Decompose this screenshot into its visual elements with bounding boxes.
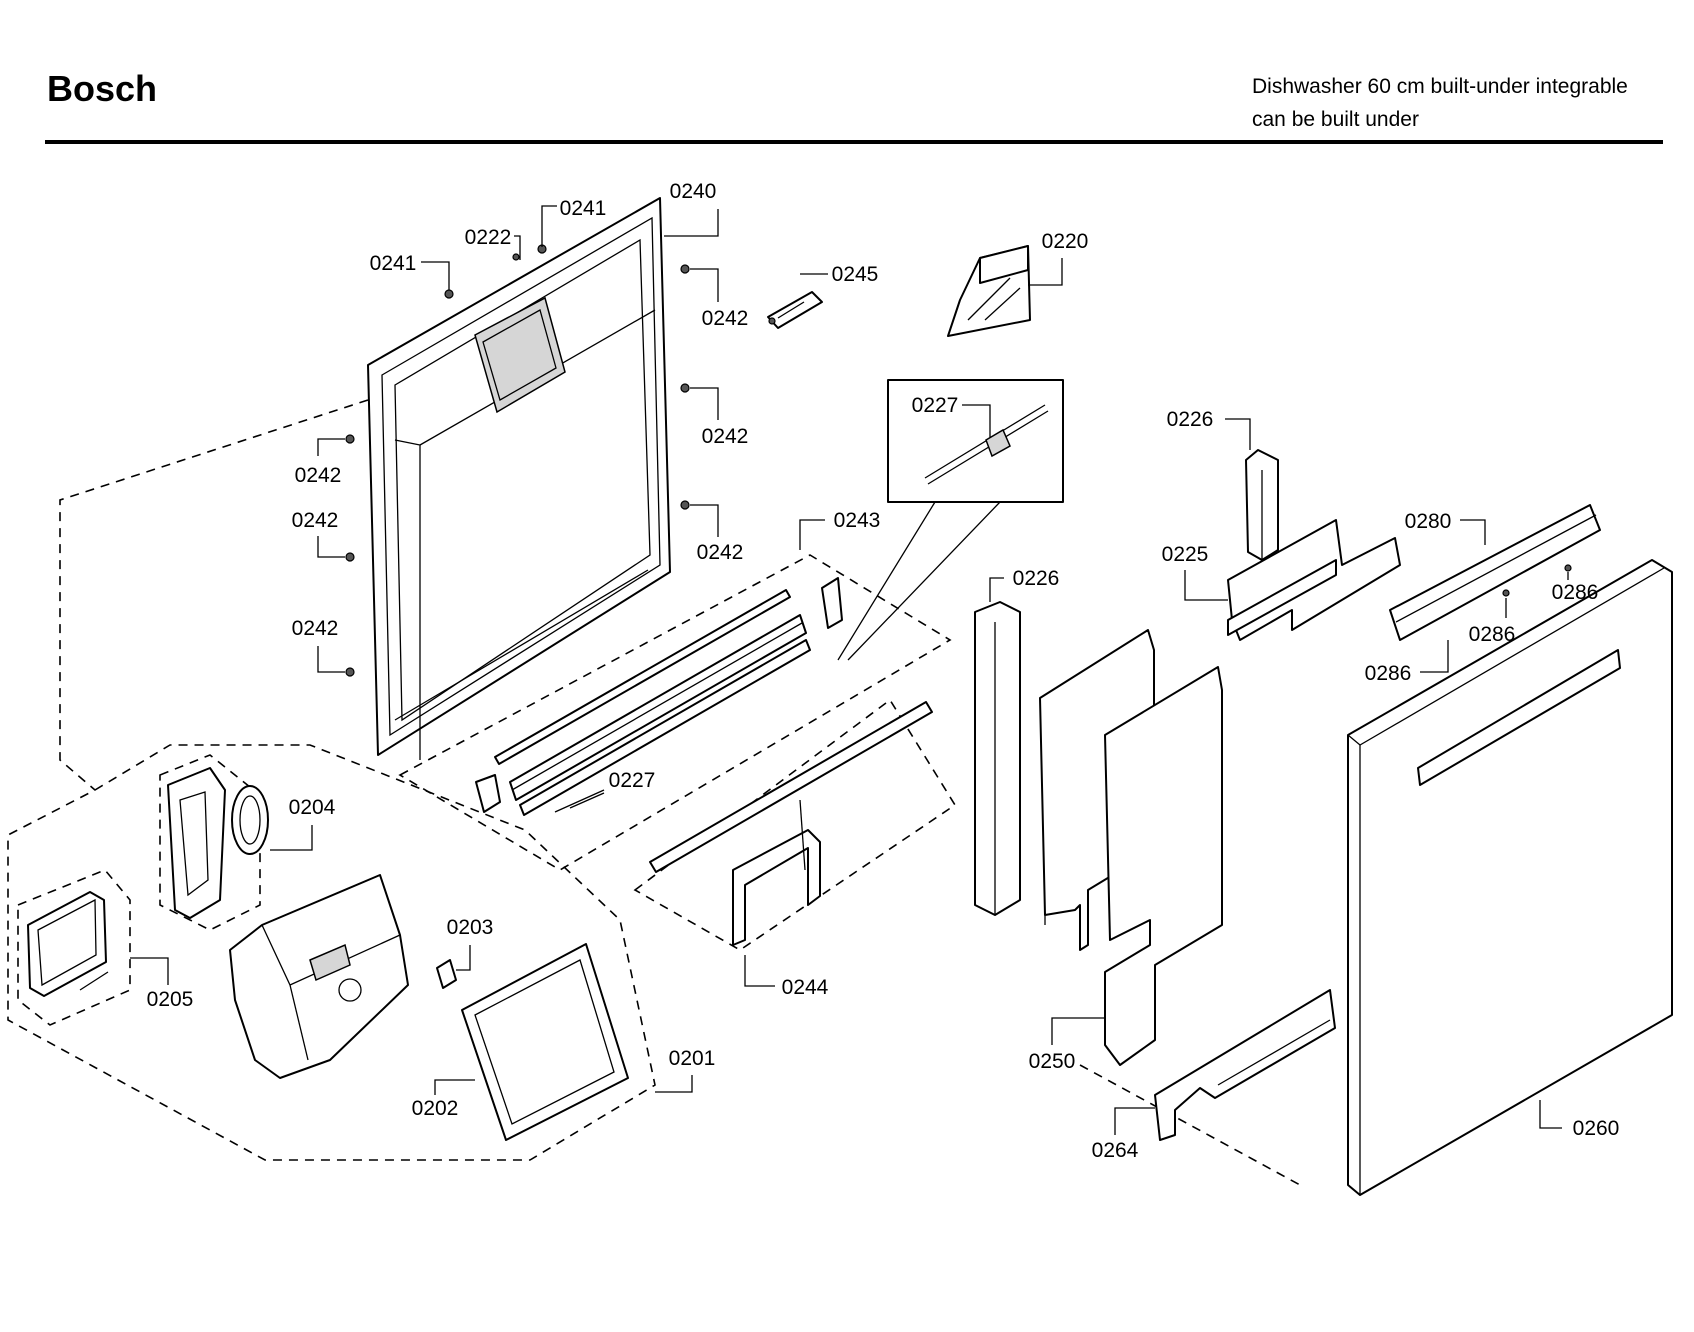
callout-0227-strip: 0227 <box>569 769 656 809</box>
callout-label: 0242 <box>292 509 339 532</box>
callout-label: 0241 <box>370 252 417 275</box>
callout-0250: 0250 <box>1029 1017 1105 1073</box>
clip-part-0245 <box>767 291 823 329</box>
callout-0242-left-1: 0242 <box>295 438 345 487</box>
model-description: Dishwasher 60 cm built-under integrable … <box>1252 70 1628 136</box>
callout-0204: 0204 <box>270 796 336 851</box>
detail-box-0227 <box>837 379 1064 661</box>
callout-label: 0205 <box>147 988 194 1011</box>
inner-door-part <box>367 197 671 760</box>
callout-0245: 0245 <box>800 263 878 286</box>
callout-0244: 0244 <box>744 955 829 999</box>
callout-label: 0226 <box>1167 408 1214 431</box>
callout-0241-top: 0241 <box>541 197 607 247</box>
callout-0286-b: 0286 <box>1469 598 1516 646</box>
callout-label: 0202 <box>412 1097 459 1120</box>
callout-0242-left-3: 0242 <box>292 617 345 673</box>
callout-0225: 0225 <box>1162 543 1228 601</box>
callout-0242-right-1: 0242 <box>690 268 749 330</box>
callout-0286-a: 0286 <box>1552 572 1599 604</box>
callout-label: 0242 <box>292 617 339 640</box>
callout-label: 0280 <box>1405 510 1452 533</box>
dispenser-part-0201 <box>229 874 409 1079</box>
callout-label: 0241 <box>560 197 607 220</box>
cover-part-0220 <box>947 245 1031 337</box>
bottom-trim-0264 <box>1154 989 1336 1141</box>
callout-0227-detail: 0227 <box>912 394 991 438</box>
callout-label: 0244 <box>782 976 829 999</box>
seal-post-0226-right <box>1245 449 1279 561</box>
top-strip-group-outline <box>398 554 952 871</box>
callout-0286-c: 0286 <box>1365 640 1449 685</box>
callout-0264: 0264 <box>1092 1107 1155 1162</box>
small-part-0205 <box>27 891 109 997</box>
callout-0280: 0280 <box>1405 510 1486 545</box>
callout-label: 0242 <box>295 464 342 487</box>
seal-frame-0202 <box>461 943 629 1141</box>
callout-0201: 0201 <box>655 1047 716 1093</box>
callout-0241-left: 0241 <box>370 252 450 290</box>
callout-label: 0227 <box>609 769 656 792</box>
callout-0203: 0203 <box>447 916 494 971</box>
panel-part-0225 <box>1227 519 1401 641</box>
callout-label: 0260 <box>1573 1117 1620 1140</box>
callout-0242-left-2: 0242 <box>292 509 345 558</box>
callout-label: 0220 <box>1042 230 1089 253</box>
callout-0240: 0240 <box>664 180 719 237</box>
handle-part-0280 <box>1389 504 1601 641</box>
strip-parts-0244 <box>649 701 933 946</box>
callout-0202: 0202 <box>412 1079 475 1120</box>
callout-0226-right: 0226 <box>1167 408 1251 450</box>
callout-0260: 0260 <box>1539 1100 1620 1140</box>
strip-parts-0243 <box>475 577 843 816</box>
callout-label: 0250 <box>1029 1050 1076 1073</box>
callout-0243: 0243 <box>799 509 881 550</box>
callout-label: 0286 <box>1365 662 1412 685</box>
callout-label: 0227 <box>912 394 959 417</box>
callout-label: 0245 <box>832 263 879 286</box>
callout-label: 0226 <box>1013 567 1060 590</box>
callout-label: 0222 <box>465 226 512 249</box>
callout-label: 0201 <box>669 1047 716 1070</box>
model-description-line-1: Dishwasher 60 cm built-under integrable <box>1252 75 1628 98</box>
callout-label: 0286 <box>1469 623 1516 646</box>
clip-part-0203 <box>436 959 457 989</box>
gasket-part-0204 <box>167 767 269 919</box>
seal-group-outline <box>159 754 261 931</box>
model-description-line-2: can be built under <box>1252 108 1419 131</box>
front-panel-0260 <box>1347 559 1673 1196</box>
callout-label: 0286 <box>1552 581 1599 604</box>
callout-label: 0242 <box>702 307 749 330</box>
callout-0226-left: 0226 <box>989 567 1060 602</box>
dispenser-group-outline <box>7 744 656 1161</box>
brand-name: Bosch <box>47 68 158 109</box>
callout-label: 0243 <box>834 509 881 532</box>
callout-label: 0242 <box>697 541 744 564</box>
callout-0205: 0205 <box>130 957 194 1011</box>
inner-door-assembly-outline <box>59 399 369 791</box>
callout-0242-right-3: 0242 <box>690 504 744 564</box>
header-rule <box>45 140 1663 144</box>
screw-fasteners <box>345 244 690 677</box>
callout-label: 0264 <box>1092 1139 1139 1162</box>
callout-label: 0225 <box>1162 543 1209 566</box>
callout-label: 0204 <box>289 796 336 819</box>
callout-0220: 0220 <box>1028 230 1089 286</box>
callout-label: 0240 <box>670 180 717 203</box>
callout-0222: 0222 <box>465 226 521 260</box>
lower-strip-group-outline <box>633 698 957 951</box>
panel-part-0250 <box>1039 629 1223 1066</box>
assembly-outlines <box>7 399 1301 1186</box>
seal-post-0226-left <box>974 601 1021 916</box>
callout-label: 0242 <box>702 425 749 448</box>
callout-0242-right-2: 0242 <box>690 387 749 448</box>
callout-label: 0203 <box>447 916 494 939</box>
trim-panel-outline <box>1079 1064 1301 1186</box>
